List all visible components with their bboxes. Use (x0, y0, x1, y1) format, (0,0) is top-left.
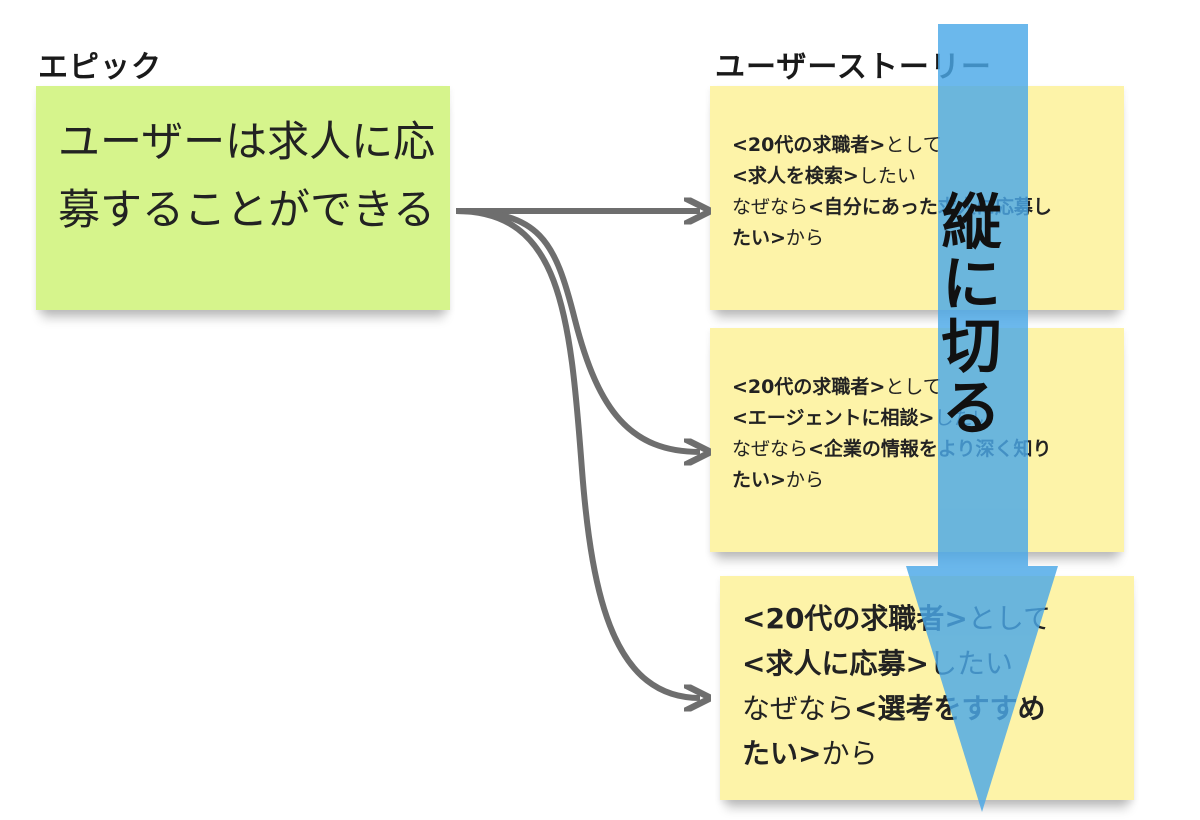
story-role: <20代の求職者> (732, 376, 886, 398)
epic-text: ユーザーは求人に応募することができる (58, 117, 436, 234)
user-story-note-3[interactable]: <20代の求職者>として <求人に応募>したい なぜなら<選考をすすめ たい>か… (720, 576, 1134, 800)
epic-sticky-note[interactable]: ユーザーは求人に応募することができる (36, 86, 450, 310)
story-reason-prefix: なぜなら (732, 196, 809, 218)
story-goal-suffix: したい (928, 647, 1013, 680)
story-role: <20代の求職者> (732, 134, 886, 156)
connector-arrow-3[interactable] (455, 208, 700, 698)
story-reason-end: たい> (732, 227, 786, 249)
story-reason-suffix: から (785, 227, 824, 249)
story-goal: <エージェントに相談> (732, 407, 935, 429)
story-role-suffix: として (885, 376, 942, 398)
user-stories-heading: ユーザーストーリー (715, 50, 992, 85)
story-reason: <選考をすすめ (854, 692, 1046, 725)
epic-heading: エピック (38, 50, 162, 85)
story-goal: <求人を検索> (732, 165, 859, 187)
story-goal-suffix: したい (858, 165, 916, 187)
story-reason-prefix: なぜなら (742, 692, 855, 725)
user-story-note-1[interactable]: <20代の求職者>として <求人を検索>したい なぜなら<自分にあった求人に応募… (710, 86, 1124, 310)
story-reason: <企業の情報をより深く知り (808, 438, 1052, 460)
story-text: <20代の求職者>として <エージェントに相談>したい なぜなら<企業の情報をよ… (732, 372, 1112, 496)
story-text: <20代の求職者>として <求人に応募>したい なぜなら<選考をすすめ たい>か… (742, 596, 1122, 776)
vertical-slice-label: 縦に切る (931, 190, 1001, 438)
story-reason-prefix: なぜなら (732, 438, 809, 460)
user-story-note-2[interactable]: <20代の求職者>として <エージェントに相談>したい なぜなら<企業の情報をよ… (710, 328, 1124, 552)
story-goal: <求人に応募> (742, 647, 929, 680)
story-reason-end: たい> (742, 737, 822, 770)
story-role: <20代の求職者> (742, 602, 968, 635)
story-text: <20代の求職者>として <求人を検索>したい なぜなら<自分にあった求人に応募… (732, 130, 1112, 254)
story-role-suffix: として (967, 602, 1052, 635)
story-reason-end: たい> (732, 469, 786, 491)
story-reason-suffix: から (821, 737, 878, 770)
story-role-suffix: として (885, 134, 942, 156)
story-reason-suffix: から (785, 469, 824, 491)
connector-arrow-2[interactable] (455, 208, 700, 452)
